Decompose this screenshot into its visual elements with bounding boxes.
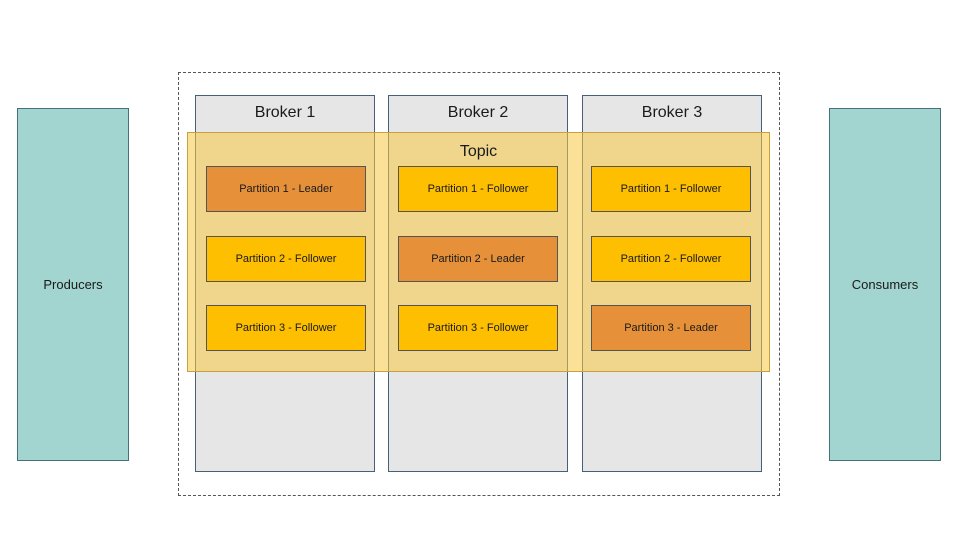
broker-1-partition-1: Partition 1 - Leader [206, 166, 366, 212]
partition-label: Partition 1 - Follower [427, 183, 529, 195]
partition-label: Partition 2 - Follower [235, 253, 337, 265]
broker-3-partition-1: Partition 1 - Follower [591, 166, 751, 212]
partition-label: Partition 2 - Leader [431, 253, 525, 265]
partition-label: Partition 3 - Leader [624, 322, 718, 334]
broker-3-partition-3: Partition 3 - Leader [591, 305, 751, 351]
producers-box: Producers [17, 108, 129, 461]
partition-label: Partition 1 - Follower [620, 183, 722, 195]
broker-2-partition-3: Partition 3 - Follower [398, 305, 558, 351]
broker-2-partition-2: Partition 2 - Leader [398, 236, 558, 282]
producers-label: Producers [43, 277, 103, 292]
topic-label: Topic [459, 143, 498, 160]
partition-label: Partition 3 - Follower [427, 322, 529, 334]
broker-1-title: Broker 1 [254, 104, 316, 121]
broker-1-partition-2: Partition 2 - Follower [206, 236, 366, 282]
broker-2-partition-1: Partition 1 - Follower [398, 166, 558, 212]
broker-2-title: Broker 2 [447, 104, 509, 121]
consumers-box: Consumers [829, 108, 941, 461]
consumers-label: Consumers [851, 277, 919, 292]
partition-label: Partition 3 - Follower [235, 322, 337, 334]
kafka-cluster-boundary [178, 72, 780, 496]
broker-3-partition-2: Partition 2 - Follower [591, 236, 751, 282]
broker-1-partition-3: Partition 3 - Follower [206, 305, 366, 351]
partition-label: Partition 1 - Leader [239, 183, 333, 195]
partition-label: Partition 2 - Follower [620, 253, 722, 265]
broker-3-title: Broker 3 [641, 104, 703, 121]
